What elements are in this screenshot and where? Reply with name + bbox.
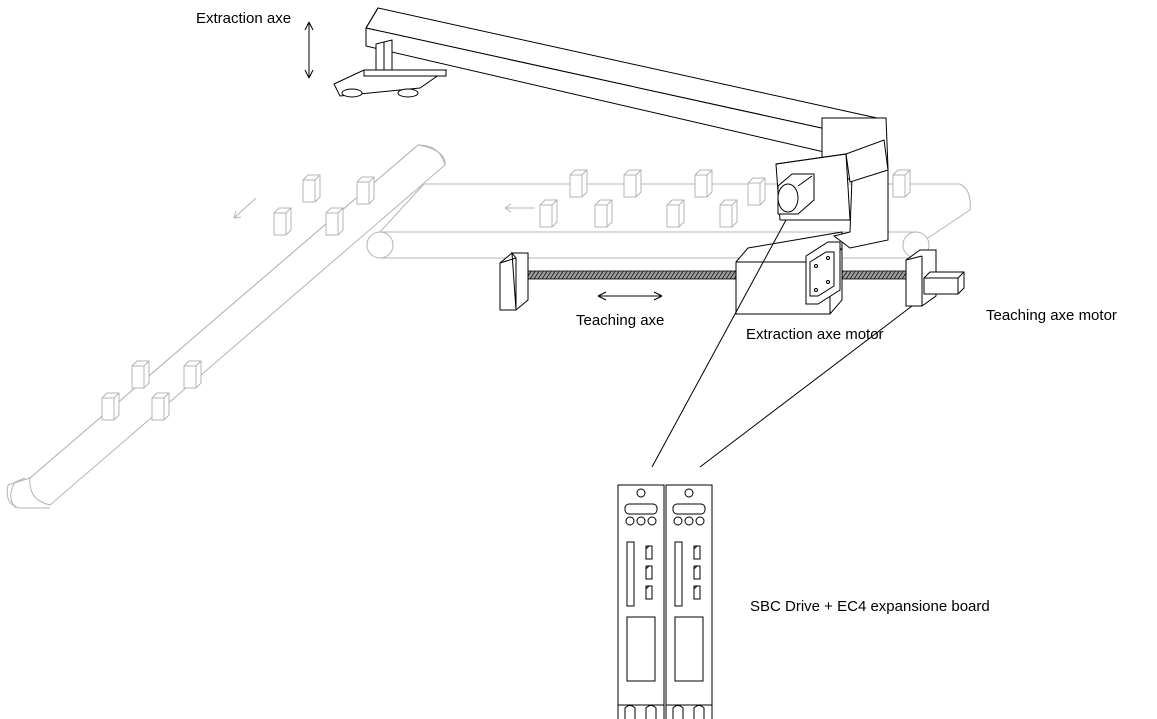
teaching-axe-rail [500, 250, 936, 310]
product-box [357, 177, 374, 204]
product-box [570, 170, 587, 197]
label-teaching-axe-motor: Teaching axe motor [986, 307, 1117, 324]
product-box [540, 200, 557, 227]
product-box [102, 393, 119, 420]
product-box [695, 170, 712, 197]
product-box [667, 200, 684, 227]
product-box [893, 170, 910, 197]
product-box [132, 361, 149, 388]
left-conveyor-direction-arrow [234, 198, 256, 218]
product-box [720, 200, 737, 227]
extraction-arm [334, 8, 888, 220]
label-drive: SBC Drive + EC4 expansione board [750, 598, 990, 615]
teaching-axe-arrow [598, 292, 662, 300]
label-teaching-axe: Teaching axe [576, 312, 664, 329]
teaching-axe-motor [924, 272, 964, 294]
drives-group [618, 485, 712, 719]
product-box [152, 393, 169, 420]
extraction-axe-arrow [305, 22, 313, 78]
product-box [326, 208, 343, 235]
horizontal-conveyor-direction-arrow [505, 204, 535, 212]
label-extraction-axe: Extraction axe [196, 10, 291, 27]
product-box [748, 178, 765, 205]
product-box [274, 208, 291, 235]
sbc-drive-unit [618, 485, 664, 719]
product-box [595, 200, 612, 227]
product-box [184, 361, 201, 388]
left-conveyor [7, 145, 445, 508]
label-extraction-axe-motor: Extraction axe motor [746, 326, 884, 343]
sbc-drive-unit [666, 485, 712, 719]
product-box [303, 175, 320, 202]
product-box [624, 170, 641, 197]
